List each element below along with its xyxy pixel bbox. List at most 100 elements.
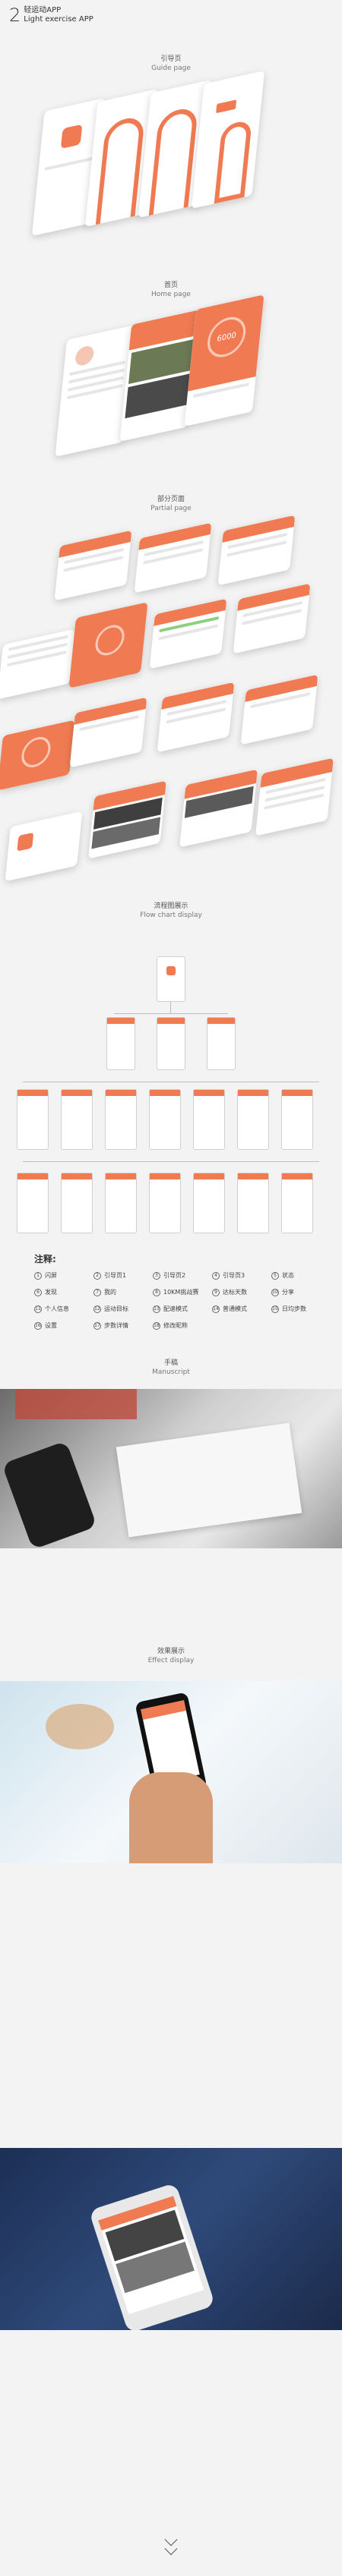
section-title-flow: 流程图展示 Flow chart display [0, 902, 342, 920]
legend-label: 状态 [282, 1272, 294, 1279]
flow-node [193, 1089, 225, 1150]
partial-screen [68, 602, 148, 688]
flow-node [237, 1173, 269, 1233]
flow-node [193, 1173, 225, 1233]
partial-screen [0, 628, 75, 700]
legend-number: 8 [153, 1288, 160, 1296]
legend-label: 发现 [45, 1289, 57, 1296]
section-title-zh: 引导页 [160, 55, 182, 63]
partial-screen [233, 583, 311, 654]
legend-number: 15 [271, 1305, 279, 1313]
section-title-zh: 流程图展示 [154, 902, 188, 910]
legend-title: 注释: [34, 1254, 56, 1264]
home-mockups: 6000 [46, 294, 304, 457]
section-title-en: Home page [151, 291, 191, 298]
section-title-effect: 效果展示 Effect display [0, 1647, 342, 1665]
project-number: 2 [9, 5, 21, 26]
section-title-home: 首页 Home page [0, 281, 342, 299]
legend-label: 闪屏 [45, 1272, 57, 1279]
hand [129, 1772, 213, 1863]
partial-screen [240, 674, 318, 745]
section-title-en: Manuscript [152, 1368, 190, 1376]
legend-label: 运动目标 [104, 1305, 128, 1312]
legend-label: 引导页2 [163, 1272, 186, 1279]
effect-photo-2 [0, 2148, 342, 2330]
legend-number: 14 [212, 1305, 220, 1313]
partial-screen [134, 522, 212, 594]
legend-label: 步数详情 [104, 1322, 128, 1329]
brand-header: 2 轻运动APP Light exercise APP [9, 6, 93, 24]
flow-node-guide-3 [207, 1017, 236, 1070]
legend-number: 11 [34, 1305, 42, 1313]
partial-screen [157, 682, 235, 753]
section-title-en: Guide page [151, 65, 191, 72]
legend-number: 4 [212, 1271, 220, 1280]
legend-number: 17 [93, 1321, 101, 1330]
legend-number: 13 [153, 1305, 160, 1313]
manuscript-photo [0, 1389, 342, 1548]
legend-number: 16 [34, 1321, 42, 1330]
legend-number: 12 [93, 1305, 101, 1313]
flow-node [17, 1089, 49, 1150]
flow-node [105, 1173, 137, 1233]
effect-photo-1 [0, 1681, 342, 1863]
legend-label: 分享 [282, 1289, 294, 1296]
partial-screen [149, 598, 227, 669]
section-title-en: Flow chart display [140, 912, 202, 919]
flow-node-guide-2 [157, 1017, 185, 1070]
flow-node [281, 1173, 313, 1233]
partial-screen [0, 720, 75, 791]
legend-label: 个人信息 [45, 1305, 69, 1312]
phone-device [2, 1441, 97, 1548]
legend-number: 18 [153, 1321, 160, 1330]
section-title-zh: 部分页面 [157, 496, 185, 503]
partial-screen [179, 769, 258, 848]
section-title-manuscript: 手稿 Manuscript [0, 1359, 342, 1377]
legend-number: 9 [212, 1288, 220, 1296]
phone-device [88, 2182, 216, 2330]
guide-mockups [30, 70, 312, 258]
flow-node [237, 1089, 269, 1150]
section-title-en: Partial page [150, 505, 192, 512]
project-title-en: Light exercise APP [24, 15, 93, 24]
project-title-zh: 轻运动APP [24, 6, 62, 14]
flow-node [149, 1173, 181, 1233]
sketch-paper [116, 1422, 302, 1538]
legend-label: 日均步数 [282, 1305, 306, 1312]
legend-label: 达标天数 [223, 1289, 247, 1296]
legend-number: 3 [153, 1271, 160, 1280]
partial-screen [5, 811, 83, 882]
section-title-en: Effect display [147, 1657, 195, 1664]
home-phone-status: 6000 [184, 294, 264, 427]
partial-screen [255, 757, 334, 836]
section-title-partial: 部分页面 Partial page [0, 495, 342, 513]
flow-node-splash [157, 956, 185, 1002]
scroll-down-icon [164, 2542, 178, 2556]
section-title-zh: 首页 [163, 282, 178, 289]
legend-label: 引导页1 [104, 1272, 127, 1279]
partial-screen [69, 697, 147, 768]
legend-number: 2 [93, 1271, 101, 1280]
flow-node [281, 1089, 313, 1150]
flow-node [17, 1173, 49, 1233]
legend-label: 普通模式 [223, 1305, 247, 1312]
partial-screen [54, 530, 132, 601]
legend-label: 引导页3 [223, 1272, 245, 1279]
flow-node [149, 1089, 181, 1150]
section-title-zh: 手稿 [163, 1359, 178, 1367]
legend-label: 设置 [45, 1322, 57, 1329]
